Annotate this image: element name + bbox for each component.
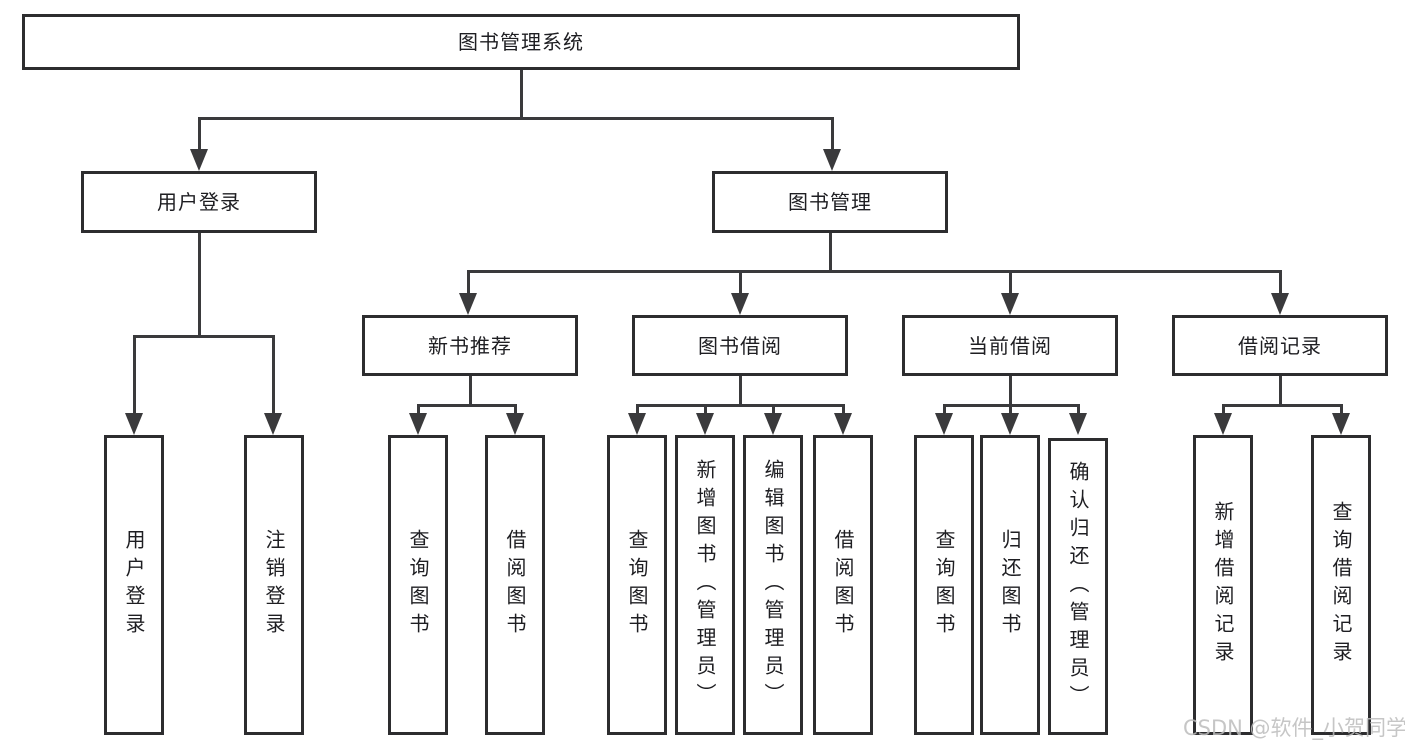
leaf-borrowing-add-book-admin: 新增图书（管理员）	[675, 435, 735, 735]
leaf-borrowing-edit-book-admin: 编辑图书（管理员）	[743, 435, 803, 735]
node-new-book-recommend: 新书推荐	[362, 315, 578, 376]
connector-vline	[1278, 376, 1282, 407]
node-label: 借阅记录	[1238, 333, 1322, 358]
leaf-label: 借阅图书	[503, 529, 527, 641]
connector-hline	[416, 404, 517, 407]
leaf-label: 新增借阅记录	[1211, 501, 1235, 669]
leaf-label: 编辑图书（管理员）	[761, 459, 785, 711]
connector-vline	[513, 404, 517, 415]
node-book-management: 图书管理	[712, 171, 948, 233]
leaf-label: 查询图书	[932, 529, 956, 641]
arrow-down-icon	[459, 293, 477, 315]
arrow-down-icon	[1001, 413, 1019, 435]
arrow-down-icon	[834, 413, 852, 435]
node-label: 当前借阅	[968, 333, 1052, 358]
leaf-label: 归还图书	[998, 529, 1022, 641]
leaf-label: 注销登录	[262, 529, 286, 641]
connector-vline	[830, 117, 834, 151]
node-label: 用户登录	[157, 190, 241, 214]
arrow-down-icon	[1332, 413, 1350, 435]
connector-vline	[1339, 404, 1343, 415]
csdn-watermark: CSDN @软件_小贺同学	[1183, 716, 1405, 740]
connector-vline	[635, 404, 639, 415]
connector-hline	[1221, 404, 1343, 407]
connector-vline	[1008, 404, 1012, 415]
connector-vline	[738, 376, 742, 407]
connector-vline	[703, 404, 707, 415]
leaf-label: 借阅图书	[831, 529, 855, 641]
connector-vline	[468, 376, 472, 407]
connector-vline	[738, 270, 742, 295]
leaf-current-search-book: 查询图书	[914, 435, 974, 735]
leaf-user-login: 用户登录	[104, 435, 164, 735]
leaf-borrowing-borrow-book: 借阅图书	[813, 435, 873, 735]
connector-vline	[132, 335, 136, 415]
arrow-down-icon	[409, 413, 427, 435]
node-label: 新书推荐	[428, 333, 512, 358]
leaf-borrowing-search-book: 查询图书	[607, 435, 667, 735]
connector-hline	[635, 404, 845, 407]
connector-hline	[197, 117, 834, 120]
leaf-label: 用户登录	[122, 529, 146, 641]
connector-vline	[416, 404, 420, 415]
node-user-login: 用户登录	[81, 171, 317, 233]
connector-vline	[1076, 404, 1080, 415]
connector-vline	[271, 335, 275, 415]
node-book-borrowing: 图书借阅	[632, 315, 848, 376]
node-root-library-system: 图书管理系统	[22, 14, 1020, 70]
arrow-down-icon	[696, 413, 714, 435]
node-current-borrowing: 当前借阅	[902, 315, 1118, 376]
arrow-down-icon	[628, 413, 646, 435]
arrow-down-icon	[1001, 293, 1019, 315]
arrow-down-icon	[190, 149, 208, 171]
connector-vline	[1008, 270, 1012, 295]
leaf-label: 查询图书	[406, 529, 430, 641]
node-borrow-records: 借阅记录	[1172, 315, 1388, 376]
arrow-down-icon	[1069, 413, 1087, 435]
arrow-down-icon	[935, 413, 953, 435]
connector-vline	[841, 404, 845, 415]
leaf-label: 新增图书（管理员）	[693, 459, 717, 711]
node-label: 图书管理系统	[458, 30, 584, 54]
arrow-down-icon	[1271, 293, 1289, 315]
connector-hline	[132, 335, 275, 338]
leaf-recommend-search-book: 查询图书	[388, 435, 448, 735]
leaf-recommend-borrow-book: 借阅图书	[485, 435, 545, 735]
connector-vline	[771, 404, 775, 415]
node-label: 图书管理	[788, 190, 872, 214]
connector-vline	[1278, 270, 1282, 295]
connector-vline	[197, 233, 201, 338]
connector-vline	[1008, 376, 1012, 407]
leaf-records-search-borrow-record: 查询借阅记录	[1311, 435, 1371, 735]
arrow-down-icon	[823, 149, 841, 171]
arrow-down-icon	[1214, 413, 1232, 435]
leaf-label: 查询图书	[625, 529, 649, 641]
connector-vline	[942, 404, 946, 415]
connector-hline	[466, 270, 1282, 273]
node-label: 图书借阅	[698, 333, 782, 358]
arrow-down-icon	[731, 293, 749, 315]
connector-vline	[519, 70, 523, 119]
leaf-records-add-borrow-record: 新增借阅记录	[1193, 435, 1253, 735]
arrow-down-icon	[264, 413, 282, 435]
arrow-down-icon	[506, 413, 524, 435]
connector-vline	[1221, 404, 1225, 415]
leaf-user-logout: 注销登录	[244, 435, 304, 735]
connector-vline	[197, 117, 201, 151]
leaf-label: 查询借阅记录	[1329, 501, 1353, 669]
connector-vline	[828, 233, 832, 273]
leaf-current-return-book: 归还图书	[980, 435, 1040, 735]
arrow-down-icon	[764, 413, 782, 435]
arrow-down-icon	[125, 413, 143, 435]
leaf-label: 确认归还（管理员）	[1066, 460, 1090, 713]
connector-vline	[466, 270, 470, 295]
leaf-current-confirm-return-admin: 确认归还（管理员）	[1048, 438, 1108, 735]
